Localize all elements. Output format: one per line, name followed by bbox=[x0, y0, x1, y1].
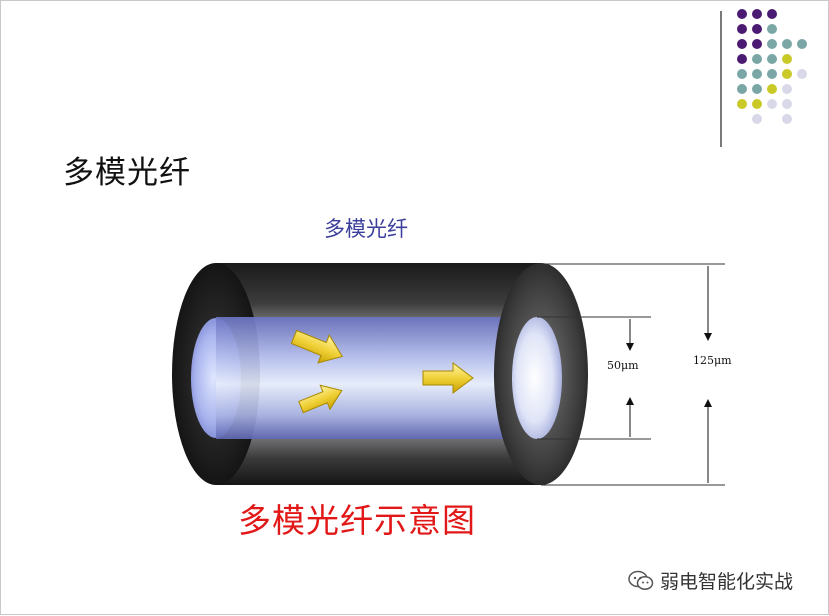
decorative-divider bbox=[720, 11, 722, 147]
decor-dot bbox=[767, 84, 777, 94]
outer-dim-arrowhead-top bbox=[704, 333, 712, 341]
decor-dot bbox=[752, 39, 762, 49]
decor-dot bbox=[737, 24, 747, 34]
decor-dot bbox=[752, 99, 762, 109]
diagram-label: 多模光纤 bbox=[324, 217, 408, 241]
decor-dot bbox=[767, 9, 777, 19]
light-arrow-3 bbox=[422, 362, 474, 394]
slide-title: 多模光纤 bbox=[63, 155, 191, 191]
inner-dimension-label: 50μm bbox=[607, 359, 639, 372]
light-arrow-1 bbox=[290, 329, 343, 364]
fiber-core bbox=[216, 317, 541, 439]
decor-dot bbox=[767, 54, 777, 64]
decor-dot bbox=[737, 39, 747, 49]
decor-dot bbox=[767, 24, 777, 34]
light-arrow-2 bbox=[298, 384, 343, 414]
decor-dot bbox=[782, 54, 792, 64]
decor-dot bbox=[752, 9, 762, 19]
decor-dot bbox=[737, 54, 747, 64]
inner-dim-arrowhead-bottom bbox=[626, 397, 634, 405]
decor-dot bbox=[767, 39, 777, 49]
inner-dim-arrowhead-top bbox=[626, 343, 634, 351]
decorative-dot-grid bbox=[737, 9, 813, 129]
decor-dot bbox=[737, 84, 747, 94]
watermark-text: 弱电智能化实战 bbox=[660, 571, 794, 593]
decor-dot bbox=[782, 84, 792, 94]
decor-dot bbox=[752, 69, 762, 79]
outer-dim-arrowhead-bottom bbox=[704, 399, 712, 407]
decor-dot bbox=[782, 99, 792, 109]
decor-dot bbox=[737, 99, 747, 109]
decor-dot bbox=[737, 9, 747, 19]
decor-dot bbox=[782, 69, 792, 79]
decor-dot bbox=[782, 39, 792, 49]
decor-dot bbox=[737, 69, 747, 79]
decor-dot bbox=[752, 54, 762, 64]
decor-dot bbox=[797, 39, 807, 49]
fiber-right-core-face bbox=[512, 317, 562, 439]
decor-dot bbox=[767, 99, 777, 109]
outer-dimension-label: 125μm bbox=[693, 354, 732, 367]
decor-dot bbox=[782, 114, 792, 124]
decor-dot bbox=[752, 84, 762, 94]
watermark: 弱电智能化实战 bbox=[628, 567, 793, 594]
decor-dot bbox=[797, 69, 807, 79]
decor-dot bbox=[752, 114, 762, 124]
diagram-caption: 多模光纤示意图 bbox=[238, 501, 476, 540]
decor-dot bbox=[752, 24, 762, 34]
wechat-icon bbox=[628, 570, 654, 590]
decor-dot bbox=[767, 69, 777, 79]
